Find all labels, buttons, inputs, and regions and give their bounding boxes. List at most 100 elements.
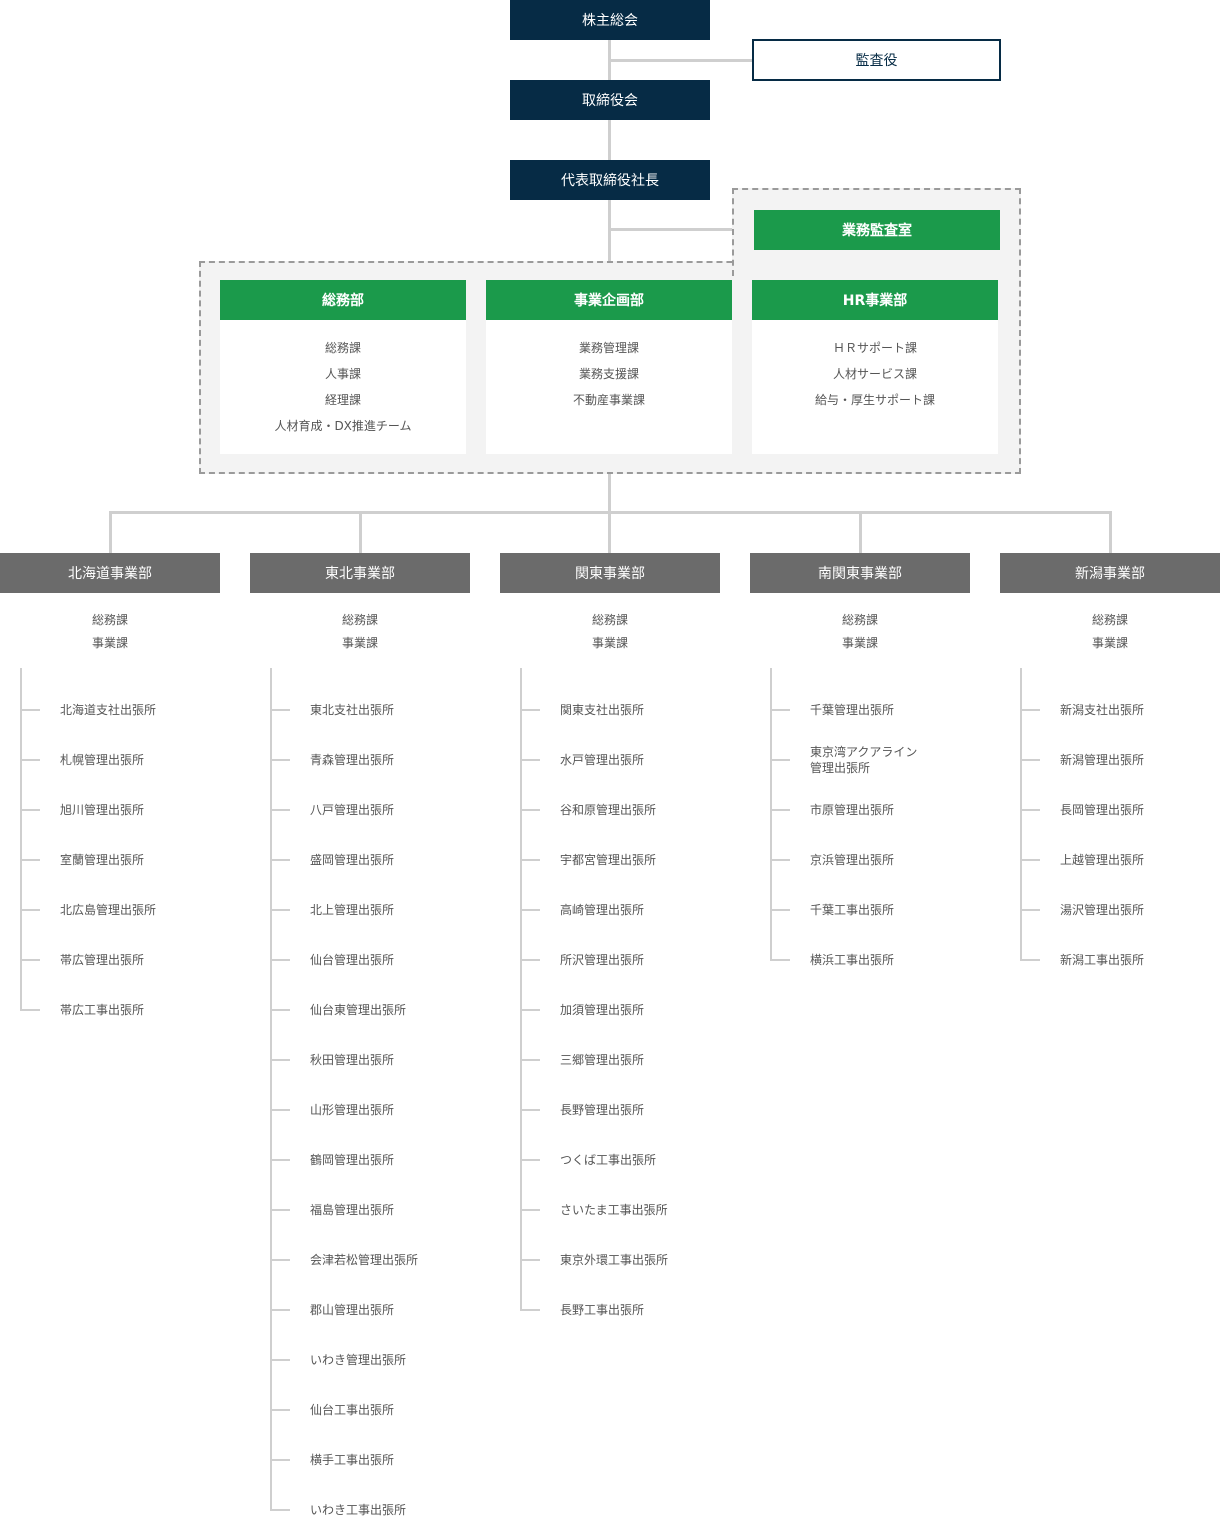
office-tree-line <box>770 668 772 961</box>
office-item: つくば工事出張所 <box>560 1153 657 1167</box>
office-branch-tick <box>520 1209 540 1211</box>
office-branch-tick <box>20 809 40 811</box>
division-units: 総務課事業課 <box>0 609 220 655</box>
office-branch-tick <box>1020 809 1040 811</box>
department-sections: 業務管理課 業務支援課 不動産事業課 <box>486 335 732 413</box>
office-branch-tick <box>270 1209 290 1211</box>
office-item: 秋田管理出張所 <box>310 1053 395 1067</box>
office-branch-tick <box>270 959 290 961</box>
office-item: 郡山管理出張所 <box>310 1303 395 1317</box>
connector-division-drop <box>1109 511 1112 554</box>
section-item: 業務支援課 <box>578 367 639 381</box>
office-item: 新潟支社出張所 <box>1060 703 1145 717</box>
office-item: 福島管理出張所 <box>310 1203 395 1217</box>
connector-auditor <box>610 59 752 62</box>
board-box: 取締役会 <box>510 80 710 120</box>
connector-division-drop <box>109 511 112 554</box>
section-item: 人材育成・DX推進チーム <box>274 419 412 433</box>
connector-spine-top <box>608 40 611 262</box>
section-item: 経理課 <box>324 393 361 407</box>
office-branch-tick <box>270 1059 290 1061</box>
office-branch-tick <box>520 909 540 911</box>
office-item: 帯広工事出張所 <box>60 1003 145 1017</box>
office-item: いわき管理出張所 <box>310 1353 407 1367</box>
office-item: 東京湾アクアライン 管理出張所 <box>810 745 918 775</box>
division-unit: 総務課 <box>591 613 628 627</box>
office-item: 水戸管理出張所 <box>560 753 645 767</box>
division-unit: 事業課 <box>1091 636 1128 650</box>
office-tree-line <box>520 668 522 1311</box>
section-item: 総務課 <box>324 341 361 355</box>
division-title: 関東事業部 <box>500 553 720 593</box>
division-title: 南関東事業部 <box>750 553 970 593</box>
office-branch-tick <box>270 1009 290 1011</box>
president-box: 代表取締役社長 <box>510 160 710 200</box>
office-branch-tick <box>270 1259 290 1261</box>
office-item: 盛岡管理出張所 <box>310 853 395 867</box>
office-branch-tick <box>20 859 40 861</box>
office-branch-tick <box>520 1009 540 1011</box>
office-item: 三郷管理出張所 <box>560 1053 645 1067</box>
section-item: 業務管理課 <box>578 341 639 355</box>
division-unit: 総務課 <box>91 613 128 627</box>
office-branch-tick <box>770 759 790 761</box>
audit-office-box: 業務監査室 <box>754 210 1000 250</box>
office-item: 関東支社出張所 <box>560 703 645 717</box>
office-item: 長岡管理出張所 <box>1060 803 1145 817</box>
office-branch-tick <box>20 909 40 911</box>
office-branch-tick <box>520 959 540 961</box>
office-item: 札幌管理出張所 <box>60 753 145 767</box>
office-item: 千葉管理出張所 <box>810 703 895 717</box>
office-branch-tick <box>270 909 290 911</box>
office-item: 千葉工事出張所 <box>810 903 895 917</box>
office-tree-line <box>20 668 22 1011</box>
division-unit: 総務課 <box>841 613 878 627</box>
office-item: 高崎管理出張所 <box>560 903 645 917</box>
division-unit: 事業課 <box>841 636 878 650</box>
office-item: 帯広管理出張所 <box>60 953 145 967</box>
office-branch-tick <box>270 759 290 761</box>
section-item: 人事課 <box>324 367 361 381</box>
division-unit: 事業課 <box>91 636 128 650</box>
office-item: 長野工事出張所 <box>560 1303 645 1317</box>
office-branch-tick <box>520 1159 540 1161</box>
office-branch-tick <box>270 1159 290 1161</box>
office-branch-tick <box>520 709 540 711</box>
division-unit: 総務課 <box>1091 613 1128 627</box>
office-branch-tick <box>1020 909 1040 911</box>
office-branch-tick <box>520 859 540 861</box>
office-branch-tick <box>270 709 290 711</box>
office-tree-line <box>270 668 272 1511</box>
office-branch-tick <box>770 709 790 711</box>
office-item: 京浜管理出張所 <box>810 853 895 867</box>
office-branch-tick <box>20 709 40 711</box>
office-item: 新潟工事出張所 <box>1060 953 1145 967</box>
auditor-box: 監査役 <box>752 39 1001 81</box>
connector-spine-bottom <box>608 474 611 554</box>
office-branch-tick <box>270 1509 290 1511</box>
division-title: 東北事業部 <box>250 553 470 593</box>
office-tree-line <box>1020 668 1022 961</box>
office-branch-tick <box>1020 859 1040 861</box>
office-item: 東北支社出張所 <box>310 703 395 717</box>
office-branch-tick <box>520 1059 540 1061</box>
office-item: 北広島管理出張所 <box>60 903 157 917</box>
office-branch-tick <box>520 1259 540 1261</box>
office-branch-tick <box>270 1409 290 1411</box>
office-branch-tick <box>520 1109 540 1111</box>
office-branch-tick <box>1020 709 1040 711</box>
division-units: 総務課事業課 <box>500 609 720 655</box>
office-branch-tick <box>270 1459 290 1461</box>
office-branch-tick <box>520 759 540 761</box>
connector-division-bar <box>109 511 1112 514</box>
office-item: 山形管理出張所 <box>310 1103 395 1117</box>
office-branch-tick <box>270 1309 290 1311</box>
division-title: 新潟事業部 <box>1000 553 1220 593</box>
office-branch-tick <box>270 859 290 861</box>
group-merge-cover <box>734 262 1019 266</box>
office-item: 加須管理出張所 <box>560 1003 645 1017</box>
connector-division-drop <box>359 511 362 554</box>
office-item: 谷和原管理出張所 <box>560 803 657 817</box>
office-item: 北海道支社出張所 <box>60 703 157 717</box>
division-units: 総務課事業課 <box>250 609 470 655</box>
